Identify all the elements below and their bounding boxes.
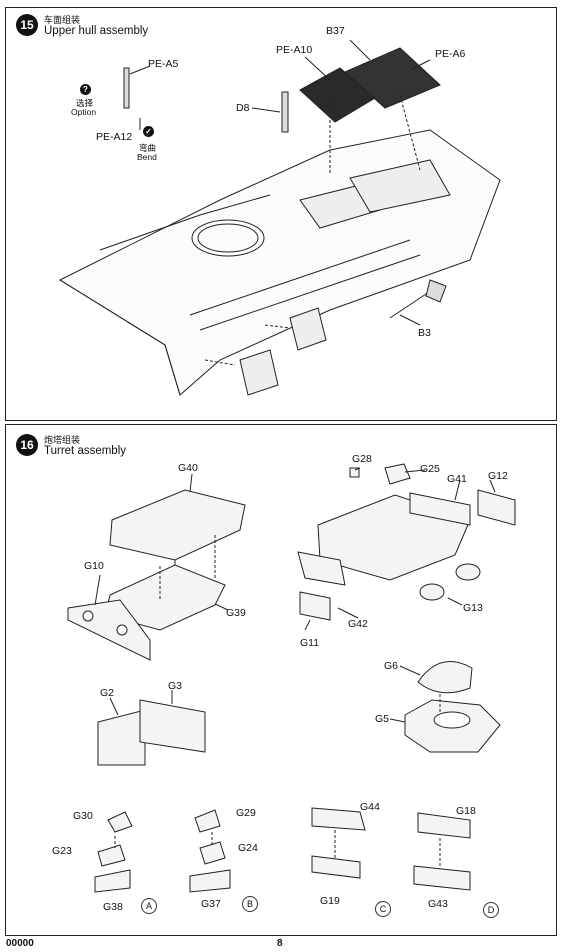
part-label-g11: G11	[300, 637, 320, 649]
page-number: 8	[277, 938, 283, 949]
step-16-number: 16	[16, 434, 38, 456]
part-label-g39: G39	[226, 607, 246, 619]
part-label-pe-a6: PE-A6	[435, 48, 466, 60]
part-label-g3: G3	[168, 680, 183, 692]
part-label-g18: G18	[456, 805, 476, 817]
step-15-number: 15	[16, 14, 38, 36]
step-16-title-en: Turret assembly	[44, 445, 127, 457]
part-label-b37: B37	[326, 25, 345, 37]
part-label-g44: G44	[360, 801, 380, 813]
part-label-g24: G24	[238, 842, 258, 854]
step-15-title-en: Upper hull assembly	[44, 25, 149, 37]
part-label-g12: G12	[488, 470, 508, 482]
part-label-pe-a12: PE-A12	[96, 131, 133, 143]
bend-icon: ✓	[143, 126, 154, 137]
variant-d-badge: D	[483, 902, 499, 918]
part-label-g23: G23	[52, 845, 72, 857]
part-label-g43: G43	[428, 898, 448, 910]
part-label-g19: G19	[320, 895, 340, 907]
part-label-g30: G30	[73, 810, 93, 822]
part-label-g41: G41	[447, 473, 467, 485]
bend-label-en: Bend	[137, 152, 157, 162]
part-label-g6: G6	[384, 660, 399, 672]
part-label-g10: G10	[84, 560, 104, 572]
part-label-g42: G42	[348, 618, 368, 630]
part-label-pe-a10: PE-A10	[276, 44, 313, 56]
part-label-g5: G5	[375, 713, 390, 725]
step-16-title-cn: 炮塔组装	[44, 435, 81, 445]
variant-c-badge: C	[375, 901, 391, 917]
part-label-g2: G2	[100, 687, 115, 699]
option-label-en: Option	[71, 107, 97, 117]
part-label-d8: D8	[236, 102, 250, 114]
part-label-g25: G25	[420, 463, 440, 475]
part-label-pe-a5: PE-A5	[148, 58, 179, 70]
part-label-g13: G13	[463, 602, 483, 614]
part-label-g38: G38	[103, 901, 123, 913]
variant-b-badge: B	[242, 896, 258, 912]
step-15-title-cn: 车面组装	[44, 15, 81, 25]
option-question-icon: ?	[80, 84, 91, 95]
part-label-g37: G37	[201, 898, 221, 910]
bend-label-cn: 弯曲	[139, 143, 157, 153]
footer-code: 00000	[6, 938, 34, 949]
part-label-g40: G40	[178, 462, 198, 474]
part-label-g29: G29	[236, 807, 256, 819]
part-label-b3: B3	[418, 327, 431, 339]
part-label-g28: G28	[352, 453, 372, 465]
option-label-cn: 选择	[76, 98, 94, 108]
variant-a-badge: A	[141, 898, 157, 914]
